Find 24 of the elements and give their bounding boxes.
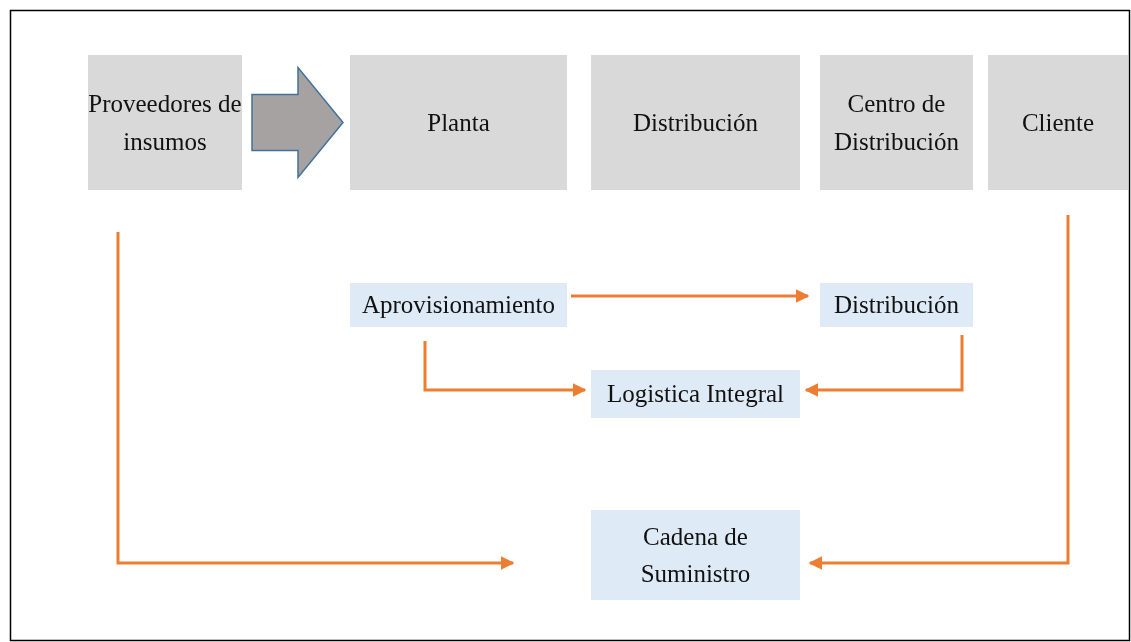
node-label: Aprovisionamiento (362, 290, 555, 321)
process-box (820, 55, 973, 190)
arrow (116, 232, 515, 570)
node-label: Cliente (1021, 107, 1095, 138)
process-box (820, 283, 973, 327)
node-label: Logistica Integral (607, 379, 784, 410)
process-box (350, 55, 567, 190)
process-box (988, 55, 1128, 190)
node-label: Distribución (834, 290, 959, 321)
node-label: Distribución (633, 107, 758, 138)
block-arrow (251, 65, 344, 180)
arrow (423, 341, 587, 397)
node-label: Cadena de Suministro (639, 521, 752, 589)
node-label: Planta (427, 107, 490, 138)
arrow (571, 289, 810, 303)
node-label: Proveedores de insumos (88, 89, 242, 157)
process-box (591, 510, 800, 600)
process-box (350, 283, 567, 327)
process-box (591, 55, 800, 190)
process-box (88, 55, 242, 190)
node-label: Centro de Distribución (833, 89, 960, 157)
process-box (591, 370, 800, 418)
arrow (808, 215, 1070, 570)
arrow (804, 335, 964, 397)
